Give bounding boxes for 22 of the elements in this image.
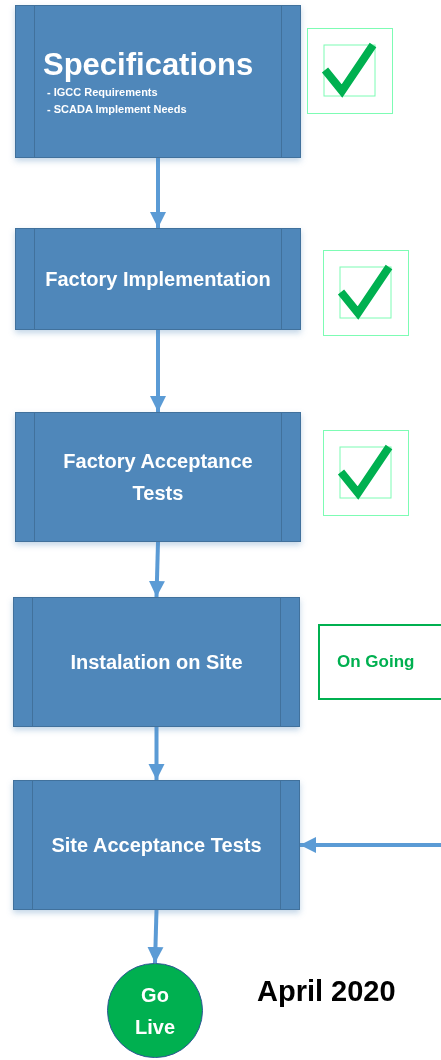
process-box [15, 412, 301, 542]
arrow [148, 541, 165, 598]
arrow [148, 727, 165, 780]
status-box [318, 624, 441, 700]
step-title: Specifications [42, 45, 255, 84]
process-box [15, 5, 301, 158]
step-title: Site Acceptance Tests [50, 833, 263, 858]
process-box [13, 597, 300, 727]
end-label: Go Live [134, 982, 176, 1040]
step-title: Instalation on Site [69, 650, 244, 675]
arrow [300, 837, 441, 853]
process-box [13, 780, 300, 910]
arrow [147, 909, 164, 964]
process-box [15, 228, 301, 330]
bullet-text: - IGCC Requirements [46, 85, 159, 101]
status-label: On Going [337, 651, 415, 674]
step-title: Factory Implementation [44, 267, 272, 292]
arrow [150, 330, 166, 412]
arrow [150, 158, 166, 228]
step-title: Factory Acceptance Tests [62, 449, 254, 506]
bullet-text: - SCADA Implement Needs [46, 101, 188, 117]
date-label: April 2020 [257, 974, 396, 1009]
